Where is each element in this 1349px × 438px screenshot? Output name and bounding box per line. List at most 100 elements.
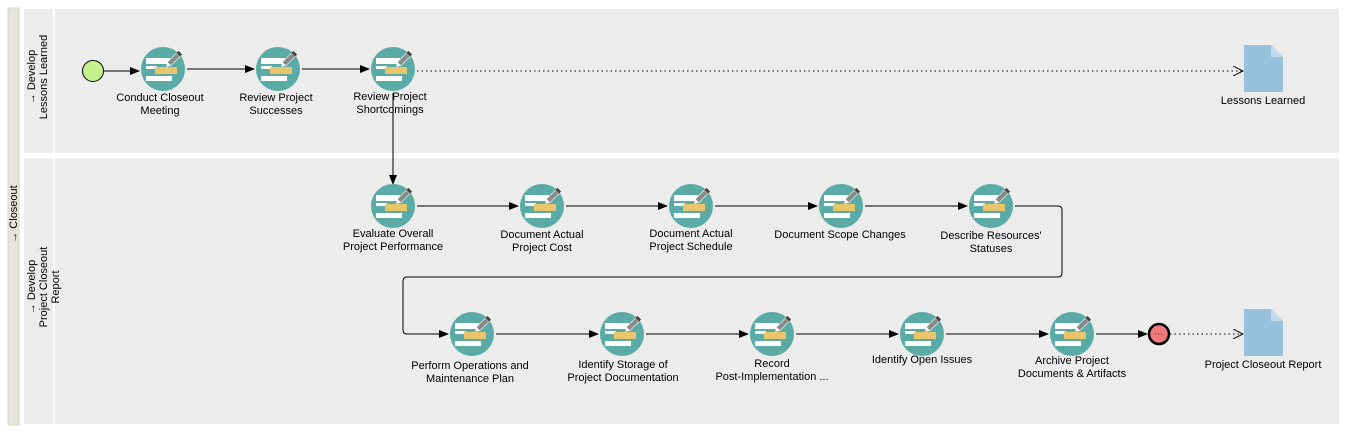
flow-t8-to-t9 (402, 205, 1063, 338)
note-icon (464, 332, 486, 339)
task-node[interactable] (819, 184, 863, 228)
form-field-icon (905, 341, 931, 346)
form-field-icon (525, 195, 549, 201)
note-icon (683, 204, 705, 211)
task-node[interactable] (900, 312, 944, 356)
task-label: Document Scope Changes (774, 229, 906, 241)
document-label: Lessons Learned (1220, 95, 1306, 107)
task-label: Review Project Shortcomings (353, 91, 427, 116)
document-layer (1244, 45, 1283, 356)
pencil-icon (281, 50, 298, 67)
pencil-icon (625, 315, 642, 332)
note-icon (1064, 332, 1086, 339)
pencil-icon (545, 187, 562, 204)
form-field-icon (376, 203, 387, 206)
form-field-icon (376, 195, 400, 201)
task-label: Identify Open Issues (871, 354, 973, 366)
task-node[interactable] (256, 47, 300, 91)
note-icon (614, 332, 636, 339)
task-node[interactable] (1050, 312, 1094, 356)
note-icon (764, 332, 786, 339)
form-field-icon (755, 323, 779, 329)
form-field-icon (605, 323, 629, 329)
form-field-icon (146, 76, 172, 81)
form-field-icon (755, 331, 766, 334)
form-field-icon (974, 195, 998, 201)
task-label: Document Actual Project Schedule (649, 228, 733, 253)
pencil-icon (396, 187, 413, 204)
task-node[interactable] (371, 184, 415, 228)
task-label: Review Project Successes (239, 92, 313, 117)
pencil-icon (694, 187, 711, 204)
note-icon (270, 67, 292, 74)
form-field-icon (525, 203, 536, 206)
task-label: Describe Resources' Statuses (940, 230, 1042, 255)
form-field-icon (376, 58, 400, 64)
form-field-icon (905, 323, 929, 329)
pencil-icon (166, 50, 183, 67)
pencil-icon (396, 50, 413, 67)
pencil-icon (844, 187, 861, 204)
form-field-icon (674, 195, 698, 201)
sequence-flows (104, 65, 1243, 338)
form-field-icon (674, 203, 685, 206)
form-field-icon (824, 203, 835, 206)
form-field-icon (146, 58, 170, 64)
note-icon (914, 332, 936, 339)
pencil-icon (775, 315, 792, 332)
pool-title: → Closeout (8, 185, 20, 243)
pencil-icon (1075, 315, 1092, 332)
task-label: Document Actual Project Cost (500, 229, 584, 254)
note-icon (155, 67, 177, 74)
task-node[interactable] (520, 184, 564, 228)
task-label: Archive Project Documents & Artifacts (1017, 355, 1127, 380)
form-field-icon (755, 341, 781, 346)
task-label: Perform Operations and Maintenance Plan (411, 360, 529, 385)
form-field-icon (824, 213, 850, 218)
form-field-icon (261, 76, 287, 81)
document-icon[interactable] (1244, 309, 1283, 356)
lane-header-lessons (24, 9, 53, 153)
task-node[interactable] (371, 47, 415, 91)
document-fold (1271, 309, 1283, 321)
document-label: Project Closeout Report (1204, 359, 1322, 371)
form-field-icon (525, 213, 551, 218)
task-node[interactable] (141, 47, 185, 91)
task-label: Conduct Closeout Meeting (116, 92, 204, 117)
pencil-icon (925, 315, 942, 332)
form-field-icon (376, 76, 402, 81)
lane-header-report (24, 158, 53, 424)
lane-body-lessons (55, 9, 1339, 153)
form-field-icon (824, 195, 848, 201)
form-field-icon (974, 203, 985, 206)
task-node[interactable] (750, 312, 794, 356)
form-field-icon (261, 58, 285, 64)
form-field-icon (1055, 331, 1066, 334)
form-field-icon (1055, 323, 1079, 329)
task-node[interactable] (669, 184, 713, 228)
note-icon (385, 204, 407, 211)
task-node[interactable] (600, 312, 644, 356)
task-node[interactable] (450, 312, 494, 356)
task-label: Identify Storage of Project Documentatio… (567, 359, 679, 384)
note-icon (385, 67, 407, 74)
form-field-icon (261, 66, 272, 69)
form-field-icon (605, 341, 631, 346)
form-field-icon (974, 213, 1000, 218)
document-icon[interactable] (1244, 45, 1283, 92)
start-event[interactable] (82, 60, 104, 82)
form-field-icon (605, 331, 616, 334)
pencil-icon (475, 315, 492, 332)
form-field-icon (146, 66, 157, 69)
note-icon (534, 204, 556, 211)
note-icon (983, 204, 1005, 211)
form-field-icon (455, 323, 479, 329)
form-field-icon (376, 213, 402, 218)
lane-title-lessons: → Develop Lessons Learned (26, 34, 50, 120)
task-node[interactable] (969, 184, 1013, 228)
lane-title-report: → Develop Project Closeout Report (26, 246, 62, 328)
task-label: Record Post-Implementation ... (715, 358, 829, 383)
form-field-icon (455, 341, 481, 346)
